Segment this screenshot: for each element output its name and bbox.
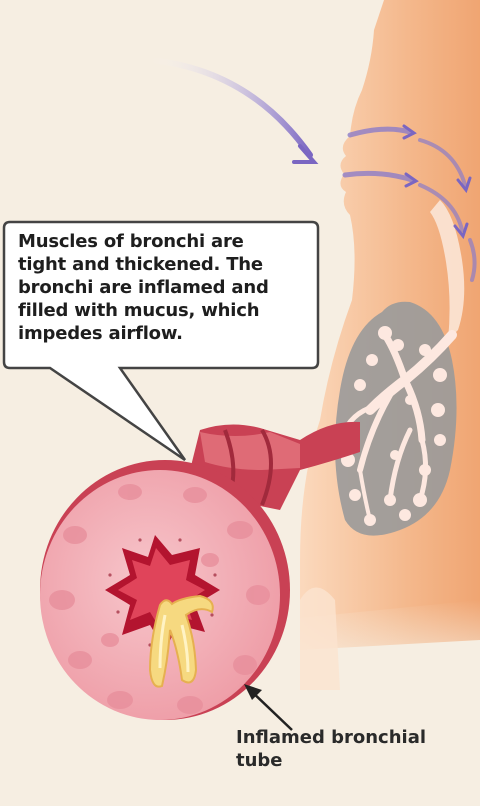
callout-line: filled with mucus, which [18, 299, 308, 322]
label-line: Inflamed bronchial [236, 726, 466, 749]
pointer-arrow-icon [244, 684, 292, 730]
callout-text: Muscles of bronchi are tight and thicken… [18, 230, 308, 345]
label-line: tube [236, 749, 466, 772]
callout-line: Muscles of bronchi are [18, 230, 308, 253]
callout-line: impedes airflow. [18, 322, 308, 345]
bronchial-tube-cross-section [40, 460, 290, 720]
callout-line: bronchi are inflamed and [18, 276, 308, 299]
inflamed-bronchial-tube-label: Inflamed bronchial tube [236, 726, 466, 772]
callout-line: tight and thickened. The [18, 253, 308, 276]
